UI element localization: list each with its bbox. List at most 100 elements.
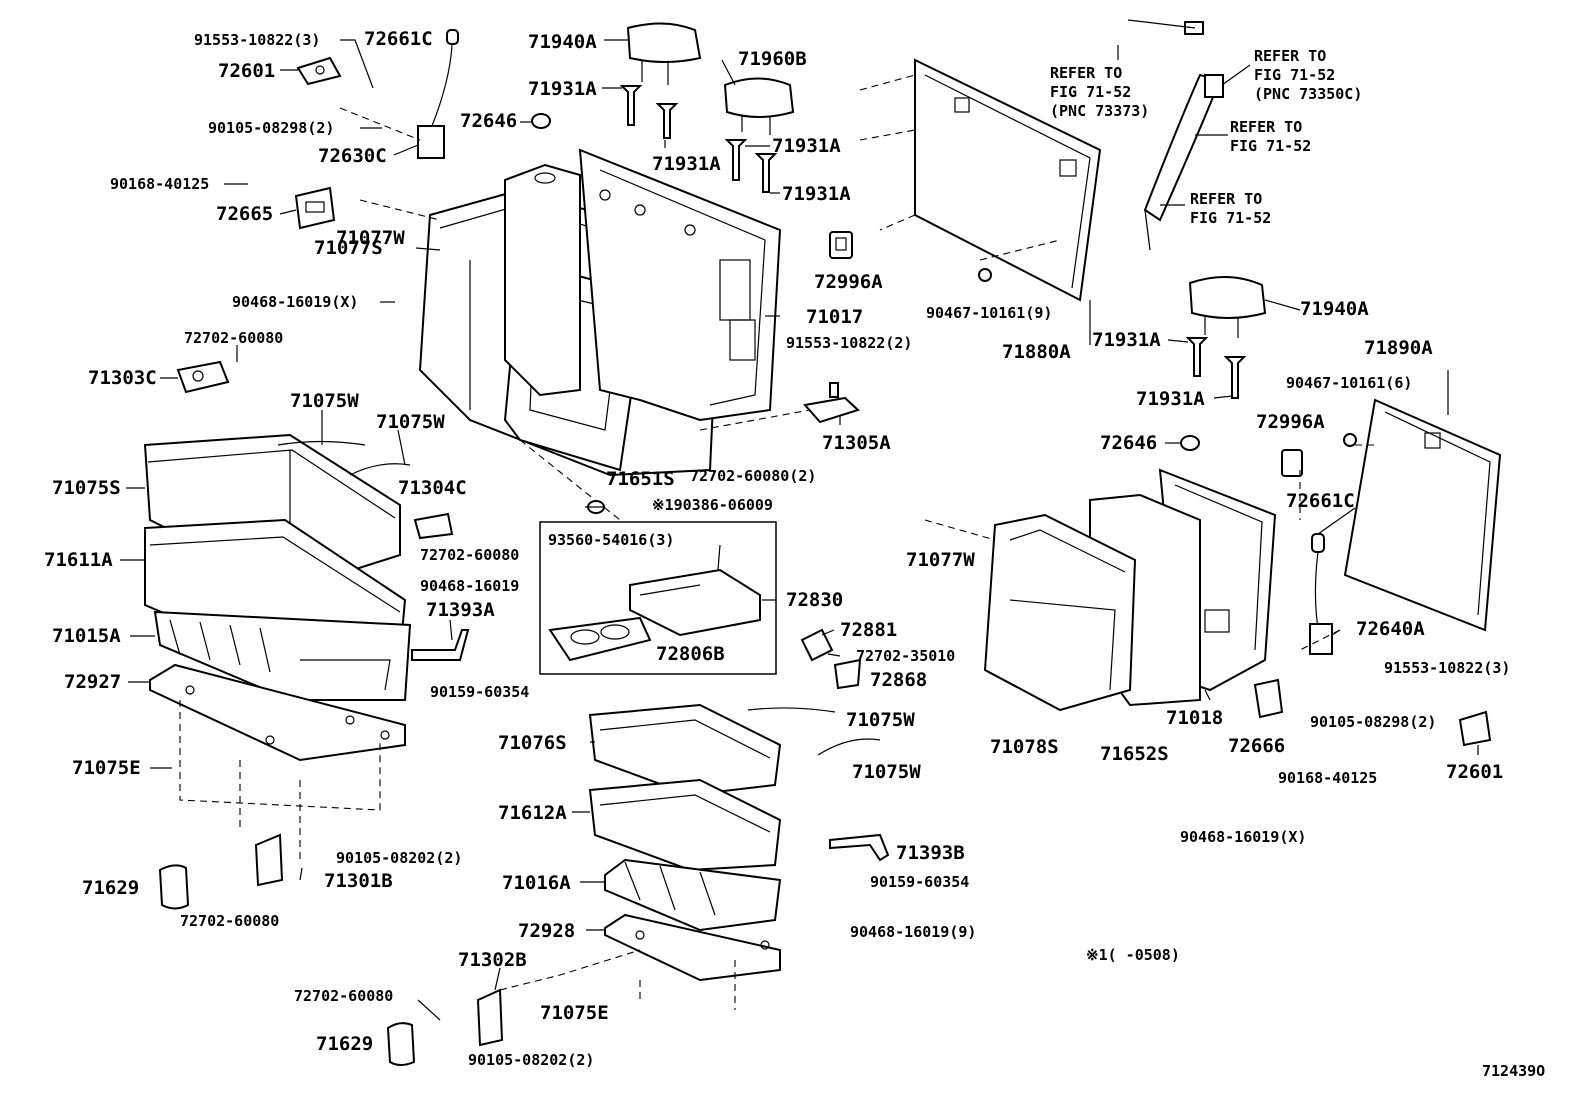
label-71075e: 71075E	[72, 757, 141, 779]
dash-lines-right	[924, 444, 1375, 651]
label-90467-10161-6: 90467-10161(6)	[1286, 374, 1412, 392]
striker-72646-left	[531, 113, 551, 129]
label-72702-60080: 72702-60080	[184, 329, 283, 347]
label-72661c: 72661C	[364, 28, 433, 50]
label-71302b: 71302B	[458, 949, 527, 971]
label-71652s: 71652S	[1100, 743, 1169, 765]
cushion-cover-71075s	[143, 433, 401, 592]
label-71960b: 71960B	[738, 48, 807, 70]
label-71303c: 71303C	[88, 367, 157, 389]
label-72646: 72646	[460, 110, 517, 132]
label-90468-16019: 90468-16019	[420, 577, 519, 595]
cushion-frame-71016a	[604, 858, 782, 932]
label-90105-08202-2: 90105-08202(2)	[336, 849, 462, 867]
label-refer-4b: FIG 71-52	[1190, 209, 1271, 227]
label-71931a-d: 71931A	[782, 183, 851, 205]
headrest-guides-left	[619, 85, 778, 193]
label-71015a: 71015A	[52, 625, 121, 647]
label-refer-1b: FIG 71-52	[1050, 83, 1131, 101]
label-90105-08202-2-b: 90105-08202(2)	[468, 1051, 594, 1069]
headrest-71940a-right	[1188, 275, 1267, 338]
cupholder-72806b	[548, 616, 652, 662]
label-71075s: 71075S	[52, 477, 121, 499]
armrest-box	[539, 521, 777, 675]
label-71651s: 71651S	[606, 468, 675, 490]
label-refer-1: REFER TO	[1050, 64, 1122, 82]
lock-72630c	[417, 29, 459, 159]
label-refer-4: REFER TO	[1190, 190, 1262, 208]
label-71393a: 71393A	[426, 599, 495, 621]
label-90168-40125-b: 90168-40125	[1278, 769, 1377, 787]
label-72640a: 72640A	[1356, 618, 1425, 640]
label-72881: 72881	[840, 619, 897, 641]
label-71880a: 71880A	[1002, 341, 1071, 363]
label-90468-16019-9: 90468-16019(9)	[850, 923, 976, 941]
label-71304c: 71304C	[398, 477, 467, 499]
label-72927: 72927	[64, 671, 121, 693]
cushion-frame-71015a	[153, 610, 412, 701]
bracket-71393a	[411, 629, 470, 661]
label-72702-60080-b: 72702-60080	[420, 546, 519, 564]
label-refer-3: REFER TO	[1230, 118, 1302, 136]
label-93560-54016-3: 93560-54016(3)	[548, 531, 674, 549]
label-72702-35010: 72702-35010	[856, 647, 955, 665]
label-72996a-b: 72996A	[1256, 411, 1325, 433]
cover-71629-left	[158, 864, 190, 910]
dash-lines-left	[179, 107, 811, 860]
bracket-72601-left	[296, 56, 342, 86]
label-71611a: 71611A	[44, 549, 113, 571]
back-panel-71890a	[1343, 398, 1502, 632]
label-71076s: 71076S	[498, 732, 567, 754]
label-71940a: 71940A	[528, 31, 597, 53]
hinge-71303c	[176, 360, 230, 394]
dash-lines-center	[499, 949, 736, 1010]
label-90159-60354-b: 90159-60354	[870, 873, 969, 891]
label-note: ※1( -0508)	[1086, 946, 1180, 964]
label-90159-60354: 90159-60354	[430, 683, 529, 701]
label-refer-1c: (PNC 73373)	[1050, 102, 1149, 120]
seatbelt-trim	[1143, 21, 1224, 251]
cushion-panel-72927	[149, 663, 406, 762]
headrest-guides-right	[1185, 337, 1247, 399]
label-71629-b: 71629	[316, 1033, 373, 1055]
label-72830: 72830	[786, 589, 843, 611]
label-refer-3b: FIG 71-52	[1230, 137, 1311, 155]
hinge-71305a	[803, 382, 860, 424]
label-refer-2: REFER TO	[1254, 47, 1326, 65]
right-small-parts	[978, 268, 1492, 747]
label-72868: 72868	[870, 669, 927, 691]
label-72665: 72665	[216, 203, 273, 225]
label-72646-b: 72646	[1100, 432, 1157, 454]
label-71075w-b: 71075W	[376, 411, 445, 433]
cushion-cover-71076s	[588, 703, 782, 797]
label-71301b: 71301B	[324, 870, 393, 892]
label-90468-16019-x: 90468-16019(X)	[232, 293, 358, 311]
label-71075e-b: 71075E	[540, 1002, 609, 1024]
label-90386-06009: ※190386-06009	[652, 496, 773, 514]
label-72702-60080-c: 72702-60080	[180, 912, 279, 930]
part-labels: 91553-10822(3) 72661C 71940A 72601 71931…	[44, 28, 1545, 1080]
label-refer-2c: (PNC 73350C)	[1254, 85, 1362, 103]
label-71931a-c: 71931A	[652, 153, 721, 175]
cushion-pad-71612a	[588, 778, 782, 872]
label-71016a: 71016A	[502, 872, 571, 894]
label-91553-10822-2: 91553-10822(2)	[786, 334, 912, 352]
label-71075w-d: 71075W	[852, 761, 921, 783]
label-71931a-e: 71931A	[1092, 329, 1161, 351]
label-90468-16019-x-b: 90468-16019(X)	[1180, 828, 1306, 846]
label-72702-60080-d: 72702-60080	[294, 987, 393, 1005]
label-90105-08298-2: 90105-08298(2)	[208, 119, 334, 137]
right-seatback-cover-71078s	[983, 513, 1137, 712]
label-71017: 71017	[806, 306, 863, 328]
left-seatback-frame-71017	[578, 148, 782, 422]
label-90467-10161-9: 90467-10161(9)	[926, 304, 1052, 322]
small-parts-center	[587, 500, 862, 690]
hinge-71301b	[254, 833, 284, 887]
dash-lines-panel	[859, 74, 1061, 261]
label-71612a: 71612A	[498, 802, 567, 824]
label-72996a: 72996A	[814, 271, 883, 293]
label-91553-10822-3: 91553-10822(3)	[194, 31, 320, 49]
back-panel-71880a	[914, 58, 1102, 302]
label-72702-60080-2: 72702-60080(2)	[690, 467, 816, 485]
label-71931a-f: 71931A	[1136, 388, 1205, 410]
